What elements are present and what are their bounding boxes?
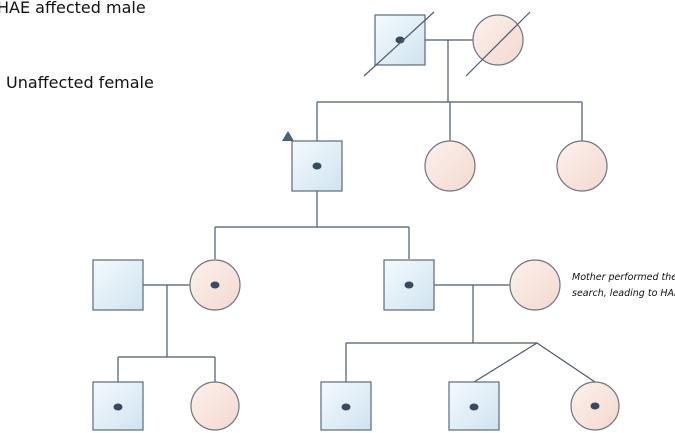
sister-1 (424, 140, 476, 192)
carrier-dot (312, 162, 322, 170)
deceased-slash (363, 11, 435, 77)
granddaughter-right (570, 381, 620, 431)
sister-2 (556, 140, 608, 192)
carrier-dot (404, 281, 414, 289)
son (383, 259, 435, 311)
twin-line-1 (473, 342, 538, 383)
carrier-dot (469, 403, 479, 411)
male-square (92, 259, 144, 311)
female-circle (190, 381, 240, 431)
pedigree-lines (117, 39, 596, 383)
son-in-law (92, 259, 144, 311)
proband (282, 131, 343, 192)
female-circle (424, 140, 476, 192)
grandmother (465, 11, 531, 77)
annotation-note: Mother performed the search, leading to … (572, 270, 675, 302)
annotation-note-line-2: search, leading to HAE (572, 288, 675, 299)
grandson-right-2 (448, 381, 500, 431)
proband-arrow-icon (282, 131, 294, 141)
female-circle (509, 259, 561, 311)
legend-unaffected-female-label: Unaffected female (6, 73, 154, 92)
daughter-in-law (509, 259, 561, 311)
carrier-dot (341, 403, 351, 411)
granddaughter-left (190, 381, 240, 431)
daughter (189, 259, 241, 311)
grandfather (363, 11, 435, 77)
twin-line-2 (536, 342, 596, 383)
carrier-dot (113, 403, 123, 411)
grandson-left (92, 381, 144, 431)
carrier-dot (590, 402, 600, 410)
carrier-dot (210, 281, 220, 289)
female-circle (556, 140, 608, 192)
deceased-slash (465, 11, 531, 77)
female-circle (472, 14, 524, 66)
legend-affected-male-label: HAE affected male (0, 0, 146, 17)
male-square (92, 381, 144, 431)
annotation-note-line-1: Mother performed the (572, 272, 675, 283)
grandson-right-1 (320, 381, 372, 431)
